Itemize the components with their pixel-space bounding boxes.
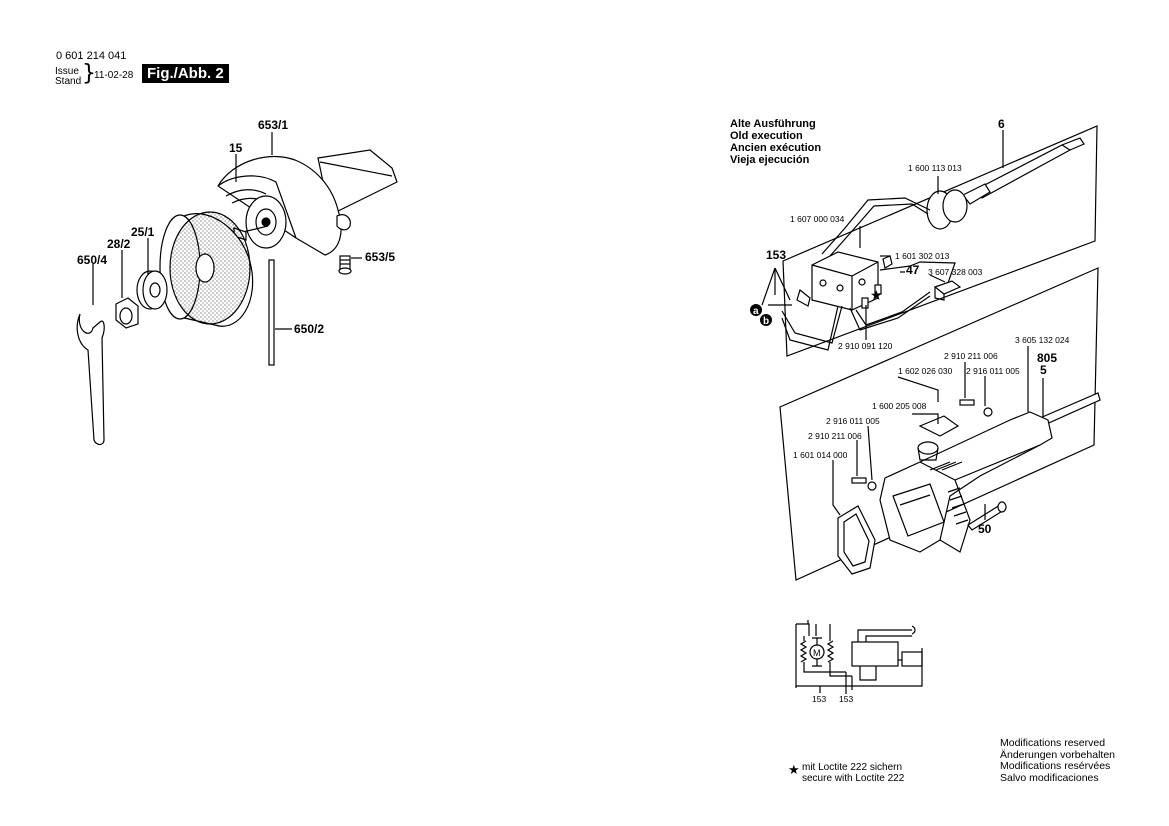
loctite-en: secure with Loctite 222 bbox=[802, 773, 905, 784]
flange-25-1 bbox=[136, 270, 168, 310]
schematic-label-153-a: 153 bbox=[812, 694, 827, 704]
modifications-note: Modifications reserved Änderungen vorbeh… bbox=[1000, 737, 1116, 784]
label-25-1: 25/1 bbox=[131, 225, 155, 239]
old-execution-de: Alte Ausführung bbox=[730, 118, 816, 130]
marker-b-label: b bbox=[763, 316, 769, 327]
part-2910211006-top: 2 910 211 006 bbox=[944, 351, 998, 361]
old-execution-panel bbox=[761, 125, 1098, 357]
modifications-es: Salvo modificaciones bbox=[1000, 771, 1099, 784]
label-805: 805 bbox=[1037, 351, 1058, 365]
schematic-label-153-b: 153 bbox=[839, 694, 854, 704]
loctite-note: ★ mit Loctite 222 sichern secure with Lo… bbox=[788, 762, 905, 784]
part-3607328003: 3 607 328 003 bbox=[928, 267, 983, 277]
nut-28-2 bbox=[115, 297, 139, 329]
housing-panel bbox=[779, 267, 1101, 581]
figure-label: Fig./Abb. 2 bbox=[142, 64, 229, 83]
star-icon: ★ bbox=[788, 762, 800, 777]
old-execution-caption: Alte Ausführung Old execution Ancien exé… bbox=[730, 118, 821, 166]
part-1601302013: 1 601 302 013 bbox=[895, 251, 950, 261]
label-5: 5 bbox=[1040, 363, 1047, 377]
part-2910091120: 2 910 091 120 bbox=[838, 341, 893, 351]
label-653-1: 653/1 bbox=[258, 118, 289, 132]
issue-stand-label: Issue Stand bbox=[55, 67, 81, 87]
label-650-2: 650/2 bbox=[294, 322, 325, 336]
motor-label: M bbox=[813, 648, 821, 658]
loctite-de: mit Loctite 222 sichern bbox=[802, 762, 903, 773]
circuit-schematic bbox=[795, 620, 923, 694]
issue-date: 11-02-28 bbox=[94, 70, 134, 81]
stand-label: Stand bbox=[55, 76, 82, 87]
label-153: 153 bbox=[766, 248, 787, 262]
marker-a bbox=[750, 304, 762, 316]
label-650-4: 650/4 bbox=[77, 253, 108, 267]
label-47: 47 bbox=[906, 263, 920, 277]
pin-650-2 bbox=[268, 259, 275, 366]
part-1602026030: 1 602 026 030 bbox=[898, 366, 953, 376]
issue-label: Issue bbox=[55, 66, 79, 77]
old-execution-fr: Ancien exécution bbox=[730, 142, 822, 154]
modifications-de: Änderungen vorbehalten bbox=[1000, 748, 1116, 761]
marker-a-label: a bbox=[753, 306, 759, 317]
screw-653-5 bbox=[338, 255, 352, 275]
part-2916011005-bottom: 2 916 011 005 bbox=[826, 416, 880, 426]
grinding-wheel bbox=[159, 211, 254, 327]
old-execution-en: Old execution bbox=[730, 130, 803, 142]
part-1600113013: 1 600 113 013 bbox=[908, 163, 962, 173]
part-1601014000: 1 601 014 000 bbox=[793, 450, 848, 460]
part-1607000034: 1 607 000 034 bbox=[790, 214, 845, 224]
part-3605132024: 3 605 132 024 bbox=[1015, 335, 1070, 345]
spanner-650-4 bbox=[76, 313, 105, 446]
marker-b bbox=[760, 314, 772, 326]
document-number: 0 601 214 041 bbox=[56, 50, 127, 62]
part-1600205008: 1 600 205 008 bbox=[872, 401, 927, 411]
modifications-en: Modifications reserved bbox=[1000, 737, 1106, 749]
part-2910211006-bottom: 2 910 211 006 bbox=[808, 431, 862, 441]
label-28-2: 28/2 bbox=[107, 237, 131, 251]
modifications-fr: Modifications resérvées bbox=[1000, 760, 1111, 772]
guard-653-1 bbox=[217, 155, 351, 256]
label-50: 50 bbox=[978, 522, 992, 536]
label-15: 15 bbox=[229, 141, 243, 155]
old-execution-es: Vieja ejecución bbox=[730, 154, 810, 166]
label-6: 6 bbox=[998, 117, 1005, 131]
label-653-5: 653/5 bbox=[365, 250, 396, 264]
star-marker: ★ bbox=[870, 287, 883, 303]
brace-glyph: } bbox=[82, 61, 96, 86]
part-2916011005-top: 2 916 011 005 bbox=[966, 366, 1020, 376]
